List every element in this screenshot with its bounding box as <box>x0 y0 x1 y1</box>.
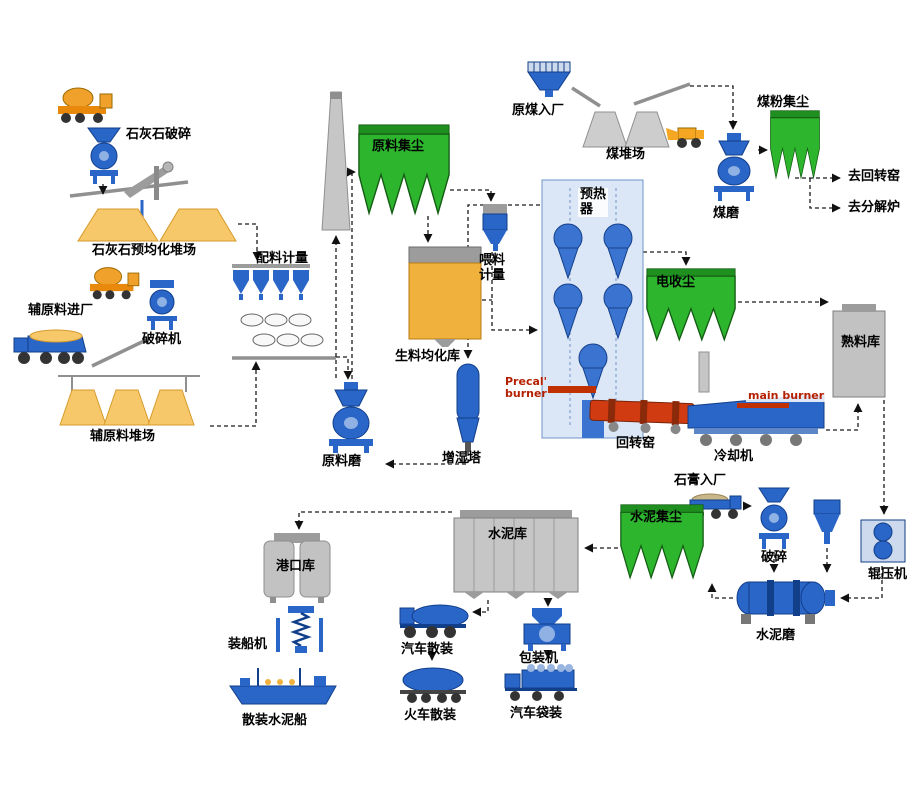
label-preheater: 预热器 <box>578 187 608 218</box>
cement-silo-icon <box>452 506 580 600</box>
label-to-rotary-kiln: 去回转窑 <box>848 169 901 184</box>
coal-stockpile-icon <box>582 108 628 148</box>
label-bulk-cement-ship: 散装水泥船 <box>242 713 308 728</box>
limestone-stockpile-icon <box>159 206 237 242</box>
label-limestone-preblending-yard: 石灰石预均化堆场 <box>92 243 197 258</box>
esp-icon <box>646 268 736 342</box>
mixer-bins-icon <box>252 332 324 348</box>
bulk-ship-icon <box>228 666 338 712</box>
limestone-stockpile-icon <box>77 206 159 242</box>
grate-cooler-icon <box>686 392 826 448</box>
label-roller-press: 辊压机 <box>868 567 908 582</box>
label-batching-metering: 配料计量 <box>256 251 309 266</box>
coal-stockpile-icon <box>624 108 670 148</box>
label-packing-machine: 包装机 <box>519 651 559 666</box>
dump-truck-icon <box>12 324 92 368</box>
raw-mill-icon <box>323 382 379 453</box>
label-ship-loader: 装船机 <box>228 637 268 652</box>
label-main-burner: main burner <box>746 389 827 403</box>
label-coal-mill: 煤磨 <box>713 206 740 221</box>
gantry-lines <box>58 375 200 392</box>
chimney-icon <box>318 90 354 232</box>
label-rotary-kiln: 回转窑 <box>616 436 656 451</box>
humidifier-tower-icon <box>452 362 484 452</box>
cement-dust-collector-icon <box>620 504 704 580</box>
gypsum-crusher-icon <box>753 487 795 550</box>
label-cement-dust: 水泥集尘 <box>630 510 683 525</box>
batching-hoppers-icon <box>232 264 310 310</box>
label-limestone-crushing: 石灰石破碎 <box>126 127 192 142</box>
label-cement-mill: 水泥磨 <box>756 628 796 643</box>
port-silo-icon <box>260 533 334 603</box>
label-raw-meal-silo: 生料均化库 <box>395 349 461 364</box>
feed-bin-icon <box>810 498 844 546</box>
aux-crusher-icon <box>143 280 181 332</box>
preheater-tower-icon <box>540 178 645 440</box>
label-coal-dust: 煤粉集尘 <box>757 95 810 110</box>
rotary-kiln-icon <box>588 394 700 436</box>
raw-meal-silo-icon <box>408 246 482 348</box>
label-gypsum-in: 石膏入厂 <box>674 473 727 488</box>
mixer-bins-icon <box>240 312 312 328</box>
coal-mill-icon <box>710 133 758 205</box>
label-raw-mill: 原料磨 <box>322 454 362 469</box>
main-burner-pipe <box>737 403 789 408</box>
label-feed-metering: 喂料计量 <box>479 253 506 283</box>
cooler-stack-icon <box>697 350 711 393</box>
aux-stockpile-icon <box>59 386 107 426</box>
bag-truck-icon <box>503 660 581 704</box>
label-cooler: 冷却机 <box>714 449 754 464</box>
label-truck-bulk: 汽车散装 <box>401 642 454 657</box>
label-truck-bagged: 汽车袋装 <box>510 706 563 721</box>
label-cement-silo: 水泥库 <box>488 527 528 542</box>
bulk-train-icon <box>398 664 468 706</box>
ship-loader-icon <box>272 606 327 664</box>
label-raw-coal-in: 原煤入厂 <box>512 103 565 118</box>
mixer-truck-icon <box>54 84 114 126</box>
cement-mill-icon <box>733 576 837 628</box>
label-to-calciner: 去分解炉 <box>848 200 901 215</box>
label-raw-material-dust: 原料集尘 <box>372 139 425 154</box>
limestone-crusher-icon <box>82 127 126 184</box>
label-precal-burner: Precal' burner <box>505 375 548 401</box>
flow-arrows <box>95 85 889 661</box>
mixer-truck-icon <box>86 264 141 302</box>
aux-stockpile-icon <box>147 386 195 426</box>
label-crusher-machine: 破碎机 <box>142 332 182 347</box>
feed-hopper-icon <box>481 204 509 252</box>
aux-stockpile-icon <box>103 386 151 426</box>
label-coal-yard: 煤堆场 <box>606 147 646 162</box>
clinker-silo-icon <box>832 303 886 399</box>
label-port-silo: 港口库 <box>276 559 316 574</box>
coal-dust-collector-icon <box>770 110 820 180</box>
label-aux-material-yard: 辅原料堆场 <box>90 429 156 444</box>
label-crushing: 破碎 <box>761 550 788 565</box>
label-train-bulk: 火车散装 <box>404 708 457 723</box>
packing-machine-icon <box>518 608 576 652</box>
label-esp: 电收尘 <box>656 275 696 290</box>
stacker-icon <box>124 158 184 206</box>
label-aux-material-in: 辅原料进厂 <box>28 303 94 318</box>
roller-press-icon <box>858 518 908 566</box>
wheel-loader-icon <box>662 120 706 150</box>
raw-dust-collector-icon <box>358 124 450 216</box>
label-humidifier-tower: 增湿塔 <box>442 451 482 466</box>
label-clinker-silo: 熟料库 <box>841 335 881 350</box>
precalciner-burner-pipe <box>548 386 596 393</box>
coal-intake-icon <box>526 60 572 98</box>
bulk-tanker-truck-icon <box>398 596 470 642</box>
